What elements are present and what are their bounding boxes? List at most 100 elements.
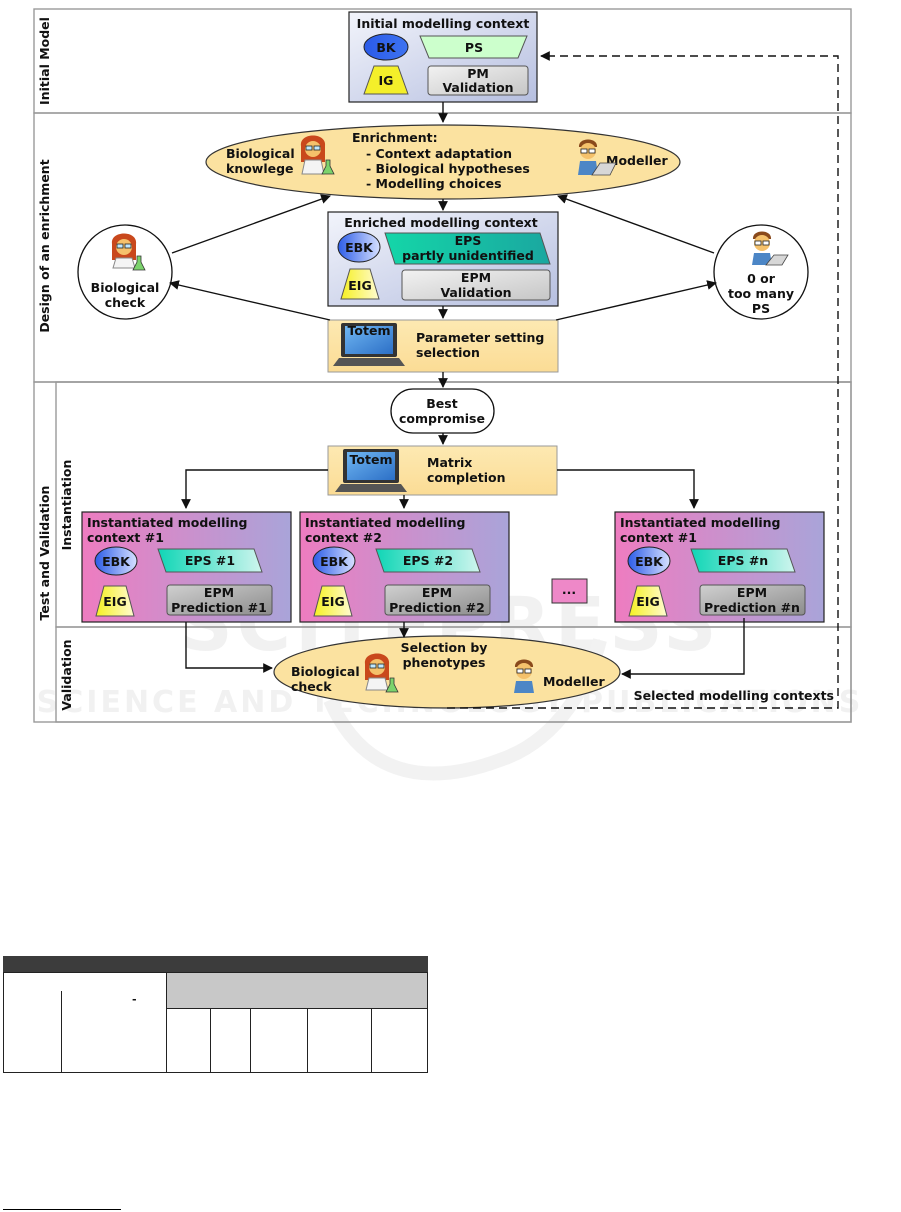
table-dash: - [132, 993, 137, 1006]
epm-prediction-label: Prediction #2 [389, 600, 485, 615]
table-subheader-rule [167, 1008, 428, 1009]
epm-prediction-label: Prediction #1 [171, 600, 267, 615]
table-header-bar [3, 956, 428, 973]
laptop-icon [333, 323, 405, 366]
table-rule [3, 972, 428, 973]
selection-modeller: Modeller [543, 674, 605, 689]
eps-label: EPS #2 [403, 553, 453, 568]
instantiated-title-line1: Instantiated modelling [620, 515, 781, 530]
phase-design: Design of an enrichment [37, 159, 52, 332]
instantiated-title-line1: Instantiated modelling [305, 515, 466, 530]
table-col-divider [307, 1008, 308, 1073]
enriched-context-title: Enriched modelling context [344, 215, 537, 230]
best-compromise-node: Best compromise [390, 388, 495, 434]
eig-label: EIG [636, 594, 659, 609]
phase-instantiation: Instantiation [59, 460, 74, 551]
instantiated-title-line1: Instantiated modelling [87, 515, 248, 530]
table-group-header [167, 973, 428, 1008]
enrichment-item-2: - Biological hypotheses [366, 161, 530, 176]
enrichment-item-1: - Context adaptation [366, 146, 512, 161]
initial-context-box: Initial modelling context BK PS IG PM Va… [348, 11, 538, 103]
ebk-label: EBK [102, 554, 131, 569]
param-setting-line2: selection [416, 345, 480, 360]
eps-shape [690, 548, 796, 573]
eig-label: EIG [348, 278, 371, 293]
ps-shape [419, 35, 528, 59]
ebk-shape [627, 546, 671, 576]
modeller-label: Modeller [606, 153, 668, 168]
epm-label: EPM [422, 585, 452, 600]
zero-or-line2: too many [728, 286, 794, 301]
table-col-divider [371, 1008, 372, 1073]
enrichment-item-3: - Modelling choices [366, 176, 502, 191]
flow-arrows [169, 51, 839, 709]
totem-parameter-box: Totem Parameter setting selection [327, 319, 559, 373]
ebk-label: EBK [635, 554, 664, 569]
table-col-divider [250, 1008, 251, 1073]
phase-validation: Validation [59, 639, 74, 710]
instantiated-title-line2: context #1 [87, 530, 164, 545]
eps-shape [157, 548, 263, 573]
table-col-divider [61, 991, 62, 1073]
phase-test-validation: Test and Validation [37, 486, 52, 621]
bio-check-line1: Biological [91, 280, 160, 295]
zero-or-line1: 0 or [747, 271, 776, 286]
epm-prediction-box [384, 584, 491, 616]
ig-label: IG [379, 73, 394, 88]
instantiated-title-line2: context #2 [305, 530, 382, 545]
epm-label: EPM [737, 585, 767, 600]
ebk-label: EBK [320, 554, 349, 569]
zero-or-many-circle: 0 or too many PS [713, 224, 809, 320]
biological-check-circle: Biological check [77, 224, 173, 320]
pm-validation-label: Validation [442, 80, 513, 95]
eps-shape [384, 232, 551, 265]
bk-label: BK [376, 40, 397, 55]
bio-knowledge-line1: Biological [226, 146, 295, 161]
eig-label: EIG [103, 594, 126, 609]
eps-shape [375, 548, 481, 573]
selection-line2: phenotypes [403, 655, 486, 670]
modeller-avatar-icon [578, 139, 617, 176]
bio-check-line2: check [105, 295, 146, 310]
matrix-line2: completion [427, 470, 505, 485]
epm-prediction-box [166, 584, 273, 616]
ellipsis-label: ... [562, 582, 576, 597]
laptop-icon [335, 449, 407, 492]
enrichment-ellipse: Biological knowlege Enrichment: - Contex… [205, 124, 681, 200]
best-compromise-line1: Best [426, 396, 457, 411]
initial-context-title: Initial modelling context [357, 16, 530, 31]
eps-label: EPS #1 [185, 553, 235, 568]
instantiated-title-line2: context #1 [620, 530, 697, 545]
table-left-border [3, 973, 4, 1073]
epm-validation-box [401, 269, 551, 301]
totem-label: Totem [348, 323, 391, 338]
eig-shape [628, 585, 668, 617]
table-bottom-rule [3, 1072, 428, 1073]
selection-line1: Selection by [401, 640, 488, 655]
eig-shape [95, 585, 135, 617]
epm-label: EPM [461, 270, 491, 285]
phase-frames [33, 8, 852, 723]
phase-initial-model: Initial Model [37, 17, 52, 105]
footnote-rule [3, 1209, 121, 1210]
ebk-label: EBK [345, 240, 374, 255]
zero-or-line3: PS [752, 301, 770, 316]
validation-frame [55, 626, 852, 723]
eig-shape [313, 585, 353, 617]
table-right-border [427, 973, 428, 1073]
table-col-divider [210, 1008, 211, 1073]
biologist-icon [111, 233, 146, 271]
eps-label: EPS [455, 233, 482, 248]
eig-label: EIG [321, 594, 344, 609]
ebk-shape [94, 546, 138, 576]
best-compromise-line2: compromise [399, 411, 485, 426]
eps-label: EPS #n [718, 553, 768, 568]
enrichment-title: Enrichment: [352, 130, 438, 145]
pm-validation-box [427, 65, 529, 96]
eig-shape [340, 268, 380, 300]
pm-label: PM [467, 66, 489, 81]
eps-sub-label: partly unidentified [402, 248, 534, 263]
